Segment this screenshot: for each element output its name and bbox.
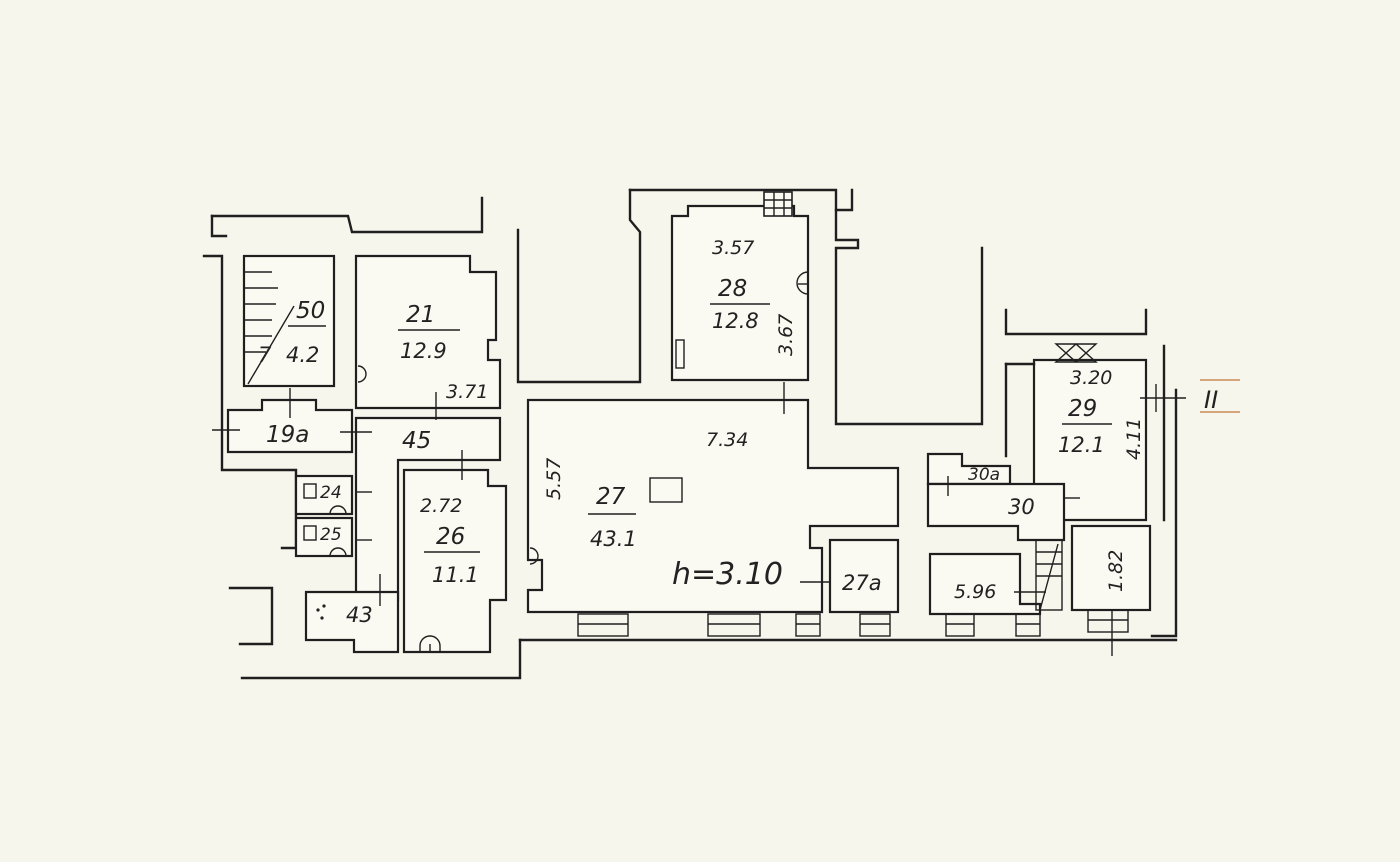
room-24-number: 24 [320,483,342,503]
section-marker: II [1200,379,1240,414]
room-28-number: 28 [718,276,747,302]
room-26-area: 11.1 [432,563,479,587]
room-43-outline [304,590,400,654]
room-50-area: 4.2 [286,343,319,367]
dim-367: 3.67 [775,314,797,356]
dim-596: 5.96 [954,581,996,603]
room-50-number: 50 [296,298,325,324]
outer-walls [202,188,1178,680]
windows [577,609,1129,637]
dim-320: 3.20 [1070,367,1112,389]
room-26-outline [402,468,508,654]
dim-734: 7.34 [706,429,748,451]
fraction-lines [288,303,1112,553]
room-43-number: 43 [346,603,373,627]
dimension-labels: 3.71 3.57 3.67 3.20 4.11 7.34 5.57 2.72 … [420,237,1145,603]
rooms [226,191,1152,654]
room-28-outline [670,204,810,382]
stove-icon [419,635,441,652]
toilet-icon [303,483,347,557]
window-bay-icon [1054,343,1098,363]
room-27-area: 43.1 [590,527,637,551]
dim-411: 4.11 [1123,418,1145,460]
room-30-number: 30 [1008,495,1035,519]
section-marker-label: II [1204,386,1218,414]
room-50-stair-mark: 7 [258,343,272,367]
dim-357: 3.57 [712,237,754,259]
room-21-outline [354,254,502,410]
room-30a-number: 30a [968,465,1000,485]
dim-272: 2.72 [420,495,462,517]
room-30-outline [926,482,1066,542]
room-26-number: 26 [436,524,465,550]
dim-371: 3.71 [446,381,488,403]
dim-182: 1.82 [1105,550,1127,592]
room-19a-number: 19a [266,422,309,448]
chimney-icon [763,191,793,217]
room-45-number: 45 [402,428,431,454]
room-596-outline [928,552,1042,616]
room-27a-outline [828,538,900,614]
room-29-number: 29 [1068,396,1097,422]
stove-icon [357,271,809,565]
room-27-number: 27 [596,484,626,510]
room-27a-number: 27a [842,571,882,595]
room-29-area: 12.1 [1058,433,1105,457]
room-28-area: 12.8 [712,309,759,333]
sink-icon [316,604,326,620]
room-25-number: 25 [320,525,342,545]
room-21-area: 12.9 [400,339,447,363]
stair-small-icon [1035,539,1063,611]
radiator-icon [675,339,685,369]
dim-557: 5.57 [543,458,565,500]
door-ticks [212,382,1186,656]
staircase-icon [244,271,295,385]
pillar-icon [649,477,683,503]
room-29-outline [1032,358,1148,522]
chimney-hatch [764,192,792,216]
room-19a-outline [226,398,354,454]
room-27-outline [526,398,900,614]
room-labels: 50 4.2 7 21 12.9 28 12.8 29 12.1 27 43.1… [258,276,1105,627]
room-21-number: 21 [406,302,435,328]
ceiling-height-note: h=3.10 [672,557,783,592]
